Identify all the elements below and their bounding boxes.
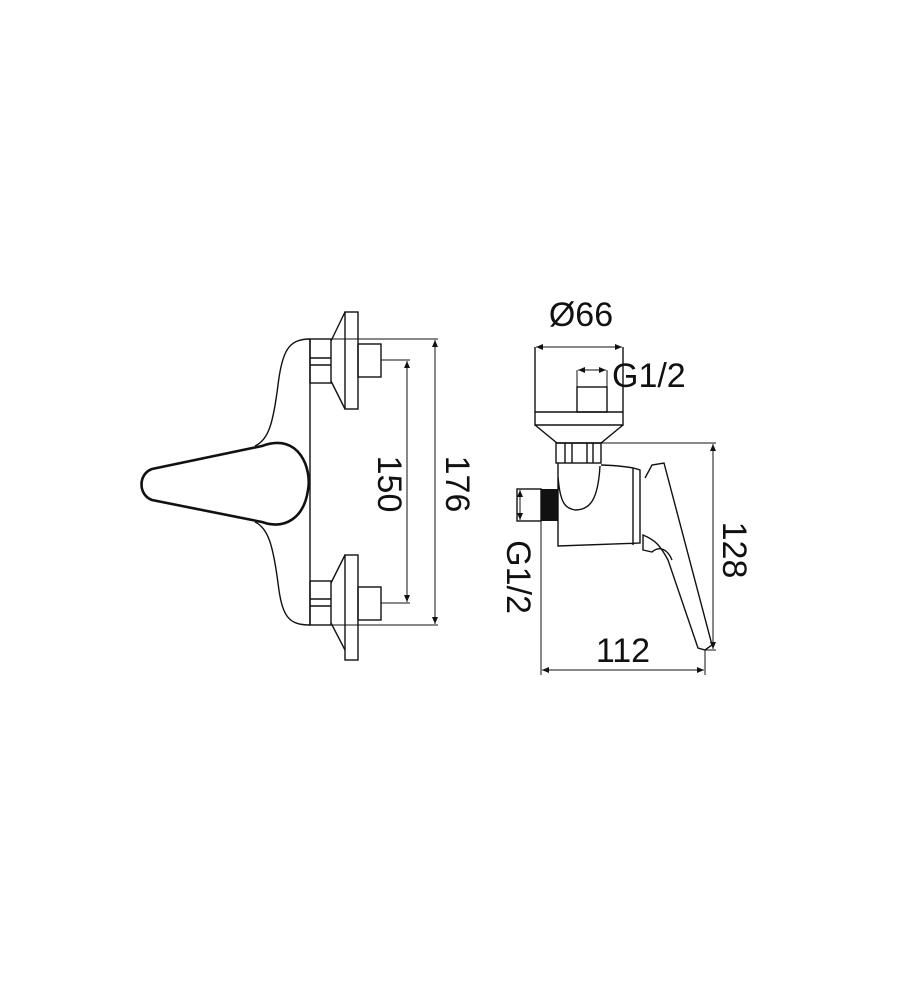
dim-label-diameter-66: Ø66 — [549, 296, 613, 334]
dim-label-150: 150 — [370, 456, 408, 513]
mixer-body-outline — [254, 338, 311, 626]
lever-handle — [140, 441, 310, 526]
dim-label-112: 112 — [596, 632, 650, 670]
dimension-176: 176 — [310, 338, 476, 626]
dimension-112: 112 — [540, 521, 706, 675]
bottom-connector — [309, 554, 382, 661]
connection-nut — [555, 442, 602, 464]
front-view: 150 176 — [140, 311, 476, 661]
dim-label-128: 128 — [715, 522, 753, 579]
dim-label-top-thread: G1/2 — [612, 357, 686, 395]
lever-handle-side — [642, 462, 713, 651]
outlet-connector — [516, 488, 558, 522]
dimension-150: 150 — [370, 359, 410, 604]
wall-flange — [534, 347, 624, 444]
side-view: Ø66 G1/2 G1/2 — [499, 296, 753, 675]
dimension-128: 128 — [601, 442, 753, 651]
dim-label-176: 176 — [438, 456, 476, 513]
dim-label-outlet-thread: G1/2 — [499, 540, 537, 614]
top-connector — [309, 311, 382, 410]
mixer-body-side — [557, 463, 641, 547]
